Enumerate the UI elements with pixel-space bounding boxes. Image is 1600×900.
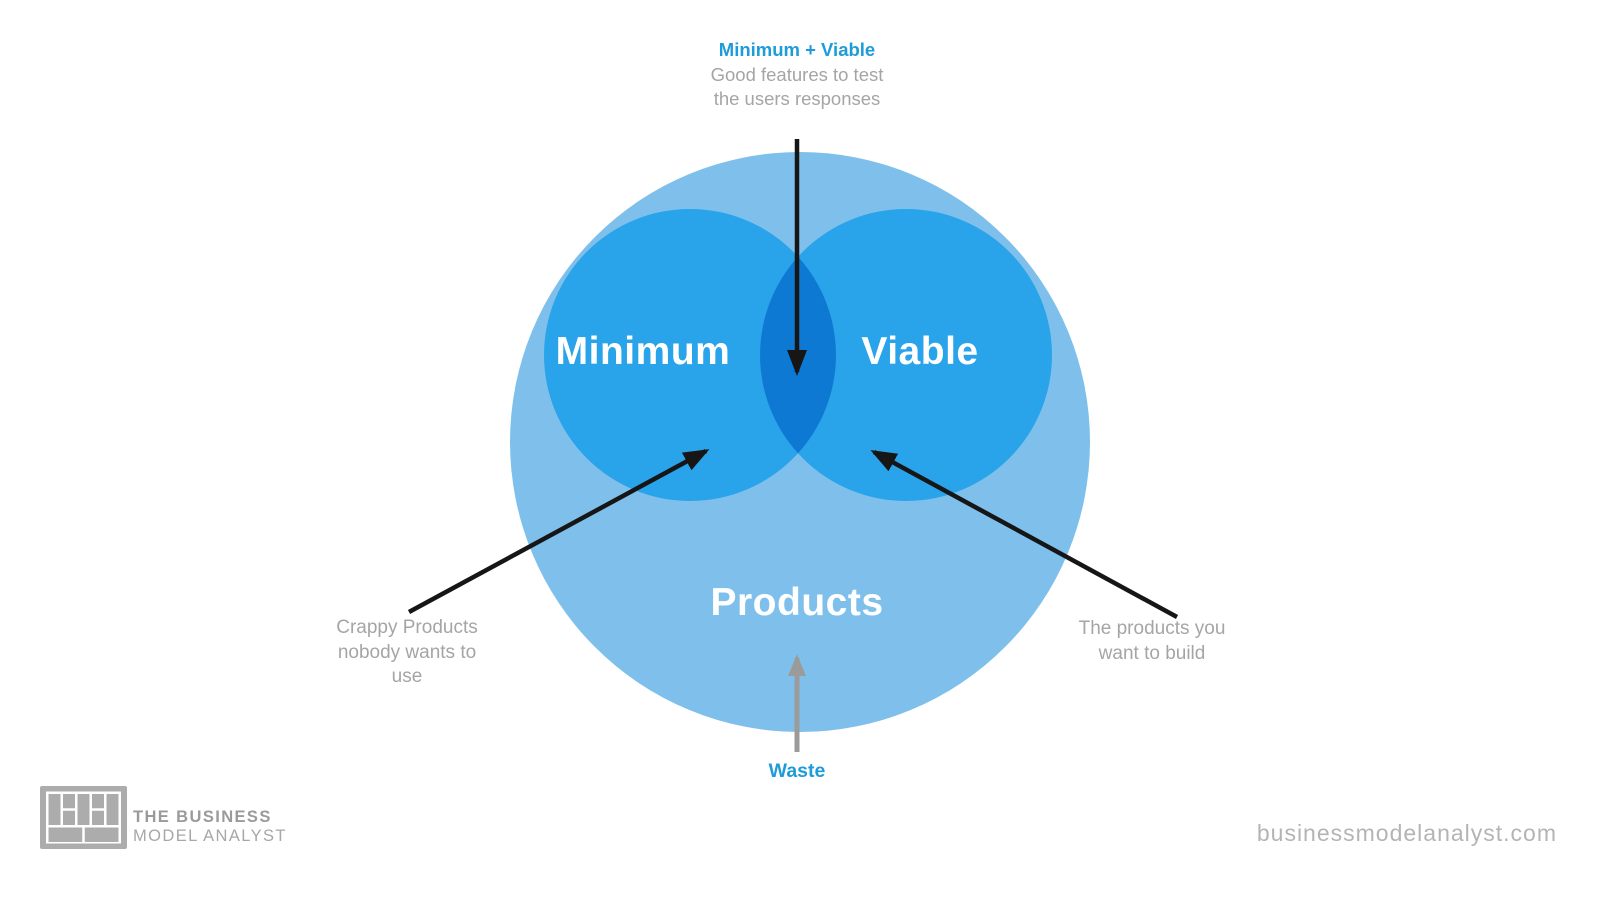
top-annotation-line: the users responses bbox=[713, 88, 881, 109]
viable-label: Viable bbox=[861, 330, 979, 373]
left-annotation-line: nobody wants to bbox=[337, 641, 477, 663]
minimum-circle bbox=[544, 209, 836, 501]
canvas-block bbox=[48, 794, 61, 825]
canvas-block bbox=[48, 827, 83, 842]
left-annotation-line: Crappy Products bbox=[336, 617, 478, 638]
business-model-canvas-logo-icon bbox=[40, 786, 127, 849]
top-annotation-title: Minimum + Viable bbox=[718, 39, 876, 60]
canvas-block bbox=[84, 827, 119, 842]
products-label: Products bbox=[710, 581, 884, 624]
left-annotation: Crappy Products nobody wants to use bbox=[247, 616, 567, 690]
right-annotation-line: The products you bbox=[1078, 618, 1226, 639]
logo-text-line2: MODEL ANALYST bbox=[133, 827, 287, 845]
canvas-block bbox=[106, 794, 119, 825]
canvas-block bbox=[77, 794, 90, 825]
left-arrow bbox=[407, 449, 710, 614]
canvas-block bbox=[63, 810, 75, 825]
minimum-label: Minimum bbox=[555, 330, 731, 373]
top-annotation-line: Good features to test bbox=[710, 63, 884, 85]
right-arrow bbox=[870, 450, 1179, 619]
viable-circle bbox=[760, 209, 1052, 501]
right-annotation-line: want to build bbox=[1098, 642, 1206, 664]
canvas-block bbox=[92, 794, 104, 809]
website-url: businessmodelanalyst.com bbox=[1256, 820, 1557, 846]
logo-text-line1: THE BUSINESS bbox=[133, 808, 272, 826]
canvas-block bbox=[63, 794, 75, 809]
waste-label: Waste bbox=[768, 760, 826, 782]
canvas-block bbox=[92, 810, 104, 825]
logo-text: THE BUSINESS MODEL ANALYST bbox=[133, 808, 287, 846]
top-annotation: Minimum + Viable Good features to test t… bbox=[637, 38, 957, 112]
left-annotation-line: use bbox=[391, 666, 423, 687]
right-annotation: The products you want to build bbox=[992, 617, 1312, 666]
